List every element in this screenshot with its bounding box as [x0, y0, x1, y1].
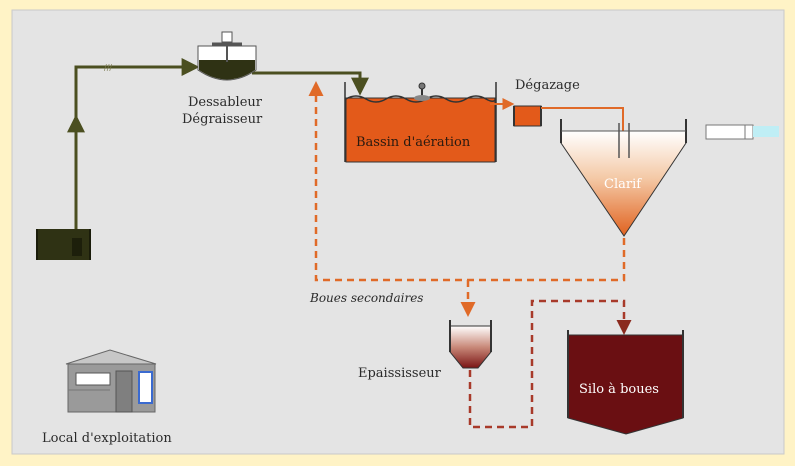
- building-icon: [65, 349, 157, 413]
- dessableur-label-line2: Dégraisseur: [182, 112, 263, 127]
- aeration-basin: [344, 82, 497, 163]
- degazage-label: Dégazage: [515, 78, 580, 93]
- thickener-tank: [449, 320, 492, 369]
- thickened-sludge-pipe: [468, 299, 632, 429]
- dessableur-tank: [197, 31, 257, 81]
- influent-pipe: [67, 58, 369, 232]
- sludge-recirculation: [308, 81, 626, 317]
- raw-water-pit: [36, 229, 91, 260]
- transfer-pipe: [490, 98, 624, 132]
- silo-label: Silo à boues: [579, 382, 659, 397]
- bassin-label: Bassin d'aération: [356, 135, 471, 150]
- pipe-tick-mark: ///: [104, 63, 112, 72]
- outlet-pipe-icon: [705, 124, 779, 140]
- clarifier-tank: [560, 119, 687, 237]
- local-label: Local d'exploitation: [42, 431, 172, 446]
- sludge-silo: [567, 330, 684, 435]
- degazage-tank: [513, 105, 542, 127]
- dessableur-label-line1: Dessableur: [188, 95, 263, 110]
- aerator-icon: [414, 82, 430, 101]
- epaississeur-label: Epaississeur: [358, 366, 442, 381]
- clarif-label: Clarif: [604, 177, 642, 192]
- boues-label: Boues secondaires: [309, 291, 423, 305]
